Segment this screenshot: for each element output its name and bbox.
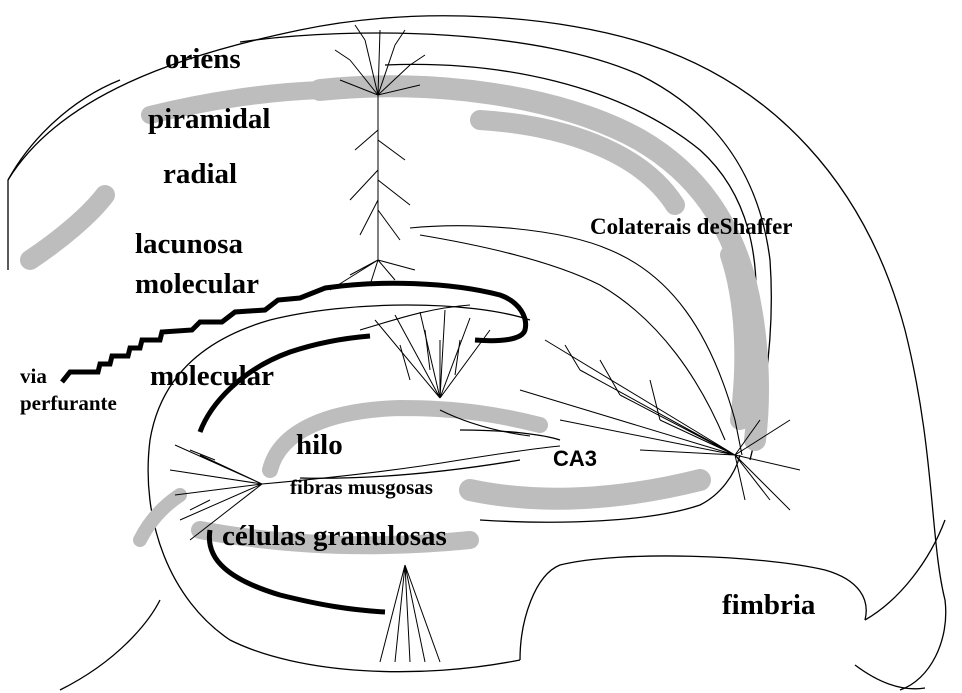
label-fimbria: fimbria (722, 589, 816, 621)
label-hilo: hilo (296, 429, 343, 461)
label-molecular-ca1: molecular (135, 268, 259, 300)
label-ca3: CA3 (553, 446, 597, 471)
label-piramidal: piramidal (148, 103, 270, 135)
label-fibras-musgosas: fibras musgosas (290, 475, 433, 499)
label-lacunosa: lacunosa (135, 228, 243, 260)
dg-basket-neuron (375, 310, 490, 398)
label-radial: radial (163, 158, 237, 190)
label-celulas-granulosas: células granulosas (222, 520, 447, 552)
label-via: via (20, 364, 47, 388)
label-schaffer-collaterals: Colaterais deShaffer (590, 214, 793, 239)
label-molecular-dg: molecular (150, 360, 274, 392)
granule-neuron-bottom (380, 565, 440, 662)
label-oriens: oriens (165, 43, 241, 75)
label-perfurante: perfurante (20, 391, 117, 415)
perforant-path (62, 283, 526, 612)
ca1-pyramidal-neuron (330, 25, 425, 290)
